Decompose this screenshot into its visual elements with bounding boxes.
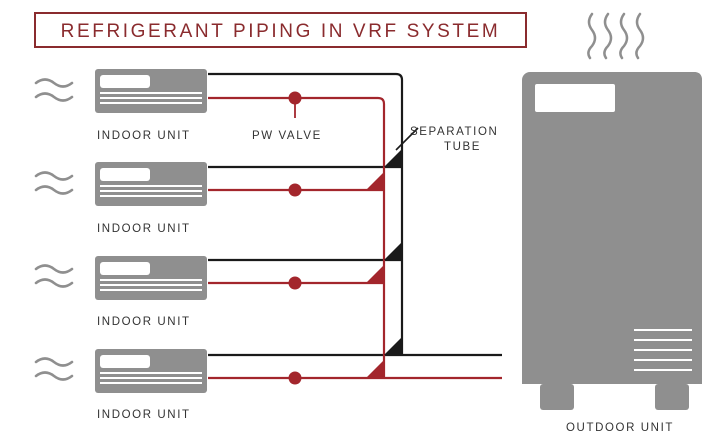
- indoor-unit-label: INDOOR UNIT: [97, 130, 191, 142]
- separation-pointer: [395, 127, 419, 151]
- outdoor-unit-vent: [634, 329, 692, 371]
- indoor-unit-label: INDOOR UNIT: [97, 316, 191, 328]
- diagram-title: REFRIGERANT PIPING IN VRF SYSTEM: [60, 21, 501, 42]
- airflow-icon: [34, 171, 74, 195]
- separation-tube-icon: [366, 242, 402, 283]
- outdoor-unit-display: [535, 84, 615, 112]
- indoor-unit: [95, 162, 207, 206]
- airflow-icon: [34, 264, 74, 288]
- outdoor-unit-foot-left: [540, 384, 574, 410]
- gas-pipes: [208, 72, 502, 357]
- airflow-icon: [34, 357, 74, 381]
- valves: [288, 91, 302, 385]
- outdoor-unit-foot-right: [655, 384, 689, 410]
- separation-tube-icon: [366, 149, 402, 190]
- valve-icon: [288, 371, 302, 385]
- outdoor-unit: [522, 12, 702, 410]
- separation-tubes: [366, 127, 419, 378]
- outdoor-unit-label: OUTDOOR UNIT: [566, 422, 674, 434]
- indoor-unit: [95, 69, 207, 113]
- indoor-unit-label: INDOOR UNIT: [97, 223, 191, 235]
- title-box: REFRIGERANT PIPING IN VRF SYSTEM: [34, 12, 527, 48]
- valve-icon: [288, 183, 302, 197]
- heat-waves-icon: [587, 12, 645, 60]
- separation-label-line2: TUBE: [444, 141, 481, 153]
- valve-icon: [288, 276, 302, 290]
- separation-label-line1: SEPARATION: [410, 126, 498, 138]
- separation-tube-icon: [366, 337, 402, 378]
- indoor-unit: [95, 256, 207, 300]
- airflow-icon: [34, 78, 74, 102]
- indoor-unit-label: INDOOR UNIT: [97, 409, 191, 421]
- valve-label: PW VALVE: [252, 130, 322, 142]
- indoor-unit: [95, 349, 207, 393]
